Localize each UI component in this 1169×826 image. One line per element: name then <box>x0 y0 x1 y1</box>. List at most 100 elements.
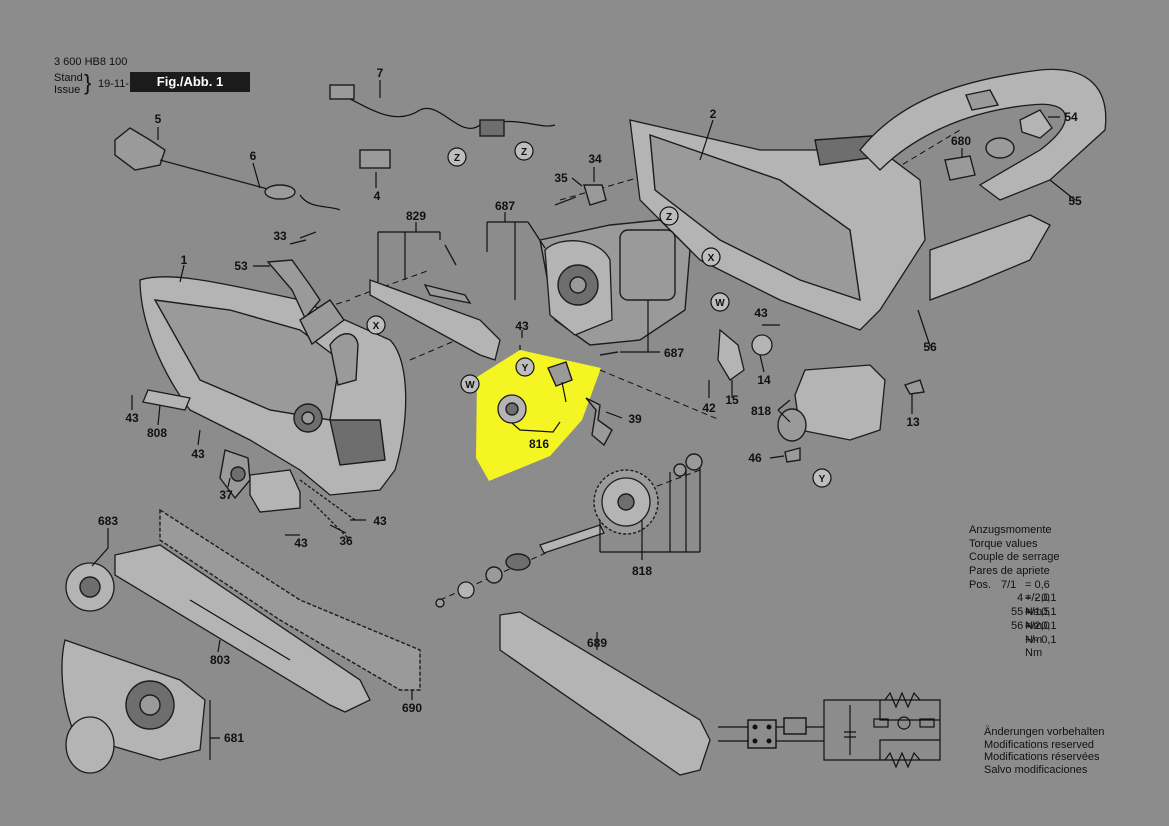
part-687-guard <box>499 611 711 776</box>
part-label-690: 803 <box>210 653 230 667</box>
part-1-housing <box>139 276 407 496</box>
part-label-5: 5 <box>155 112 162 126</box>
part-label-15: 15 <box>725 393 739 407</box>
view-markers: Z Z Z X X W W Y Y <box>366 141 832 488</box>
torque-title-fr: Couple de serrage <box>969 551 1060 564</box>
part-829-plate <box>369 244 501 361</box>
pos-label: Pos. <box>969 578 992 591</box>
part-label-53: 55 <box>1068 194 1082 208</box>
part-label-56: 43 <box>191 447 205 461</box>
torque-pos: 55 <box>1011 606 1024 619</box>
torque-value: = 2,0 +/- 0,1 Nm <box>1025 592 1057 632</box>
part-label-36: 36 <box>339 534 353 548</box>
part-label-40-b: 43 <box>754 306 768 320</box>
part-numbers: 7 5 6 4 2 34 35 687 829 33 53 1 680 54 5… <box>98 66 1082 745</box>
part-label-2: 2 <box>710 107 717 121</box>
marker-z-3 <box>659 206 679 226</box>
part-label-39: 39 <box>628 412 642 426</box>
marker-y-1-text: Y <box>522 363 529 374</box>
modifications-note: Änderungen vorbehalten Modifications res… <box>984 726 1104 776</box>
part-label-40-e: 43 <box>294 536 308 550</box>
torque-value: = 0,6 +/- 0,1 Nm <box>1025 578 1057 619</box>
part-label-689: 690 <box>402 701 422 715</box>
part-label-40-a: 43 <box>515 319 529 333</box>
part-label-6: 6 <box>250 149 257 163</box>
marker-z-1-text: Z <box>454 153 460 164</box>
torque-row: 4 = 2,0 +/- 0,1 Nm <box>969 592 1060 631</box>
highlight-811 <box>476 350 601 481</box>
torque-pos: 56 <box>1011 619 1024 632</box>
marker-y-2 <box>812 468 832 488</box>
part-label-33: 33 <box>273 229 287 243</box>
part-2-housing <box>629 68 1107 331</box>
mods-en: Modifications reserved <box>984 738 1095 751</box>
wiring-schematic <box>718 691 941 769</box>
part-label-40-d: 43 <box>373 514 387 528</box>
torque-title-de: Anzugsmomente <box>969 524 1052 536</box>
part-label-680: 681 <box>224 731 244 745</box>
part-label-829: 829 <box>406 209 426 223</box>
part-label-37: 37 <box>219 488 233 502</box>
marker-z-1 <box>447 147 467 167</box>
torque-pos: 4 <box>1017 592 1024 605</box>
marker-z-2-text: Z <box>521 147 527 158</box>
part-label-55: 42 <box>702 401 716 415</box>
marker-y-2-text: Y <box>819 474 826 485</box>
issue-label: Issue <box>54 84 81 96</box>
part-label-40-c: 43 <box>125 411 139 425</box>
part-label-681: 683 <box>98 514 118 528</box>
stand-label: Stand <box>54 72 83 84</box>
doc-number: 3 600 HB8 100 <box>54 56 128 68</box>
part-689-chain <box>159 508 421 691</box>
marker-x-1-text: X <box>708 253 715 264</box>
marker-x-2 <box>366 315 386 335</box>
torque-row: Pos. 7/1 = 0,6 +/- 0,1 Nm <box>969 578 1060 618</box>
part-label-34: 34 <box>588 152 602 166</box>
part-681-sprocket <box>65 562 115 612</box>
part-label-46: 54 <box>1064 110 1078 124</box>
torque-value: = 1,5 +/- 0,1 Nm <box>1025 606 1057 646</box>
misc-parts <box>114 84 1053 541</box>
marker-z-3-text: Z <box>666 212 672 223</box>
part-803-motor <box>539 219 691 346</box>
part-818-gear <box>435 453 703 608</box>
part-label-687: 689 <box>587 636 607 650</box>
part-label-43: 53 <box>234 259 248 273</box>
mods-es: Salvo modificaciones <box>984 763 1088 776</box>
part-label-683: 680 <box>951 134 971 148</box>
part-label-803-top: 687 <box>495 199 515 213</box>
torque-values-table: Anzugsmomente Torque values Couple de se… <box>969 524 1060 659</box>
mods-fr: Modifications réservées <box>984 751 1100 763</box>
marker-w-2-text: W <box>715 298 725 309</box>
marker-x-2-text: X <box>373 321 380 332</box>
part-811-gear <box>497 361 573 433</box>
part-label-35: 35 <box>554 171 568 185</box>
part-label-818: 818 <box>632 564 652 578</box>
part-label-42: 46 <box>748 451 762 465</box>
part-label-4: 4 <box>374 189 381 203</box>
marker-z-2 <box>514 141 534 161</box>
brace-glyph: } <box>84 70 92 95</box>
torque-row: 55 = 1,5 +/- 0,1 Nm <box>969 606 1060 645</box>
part-690-guide-bar <box>114 544 371 713</box>
part-label-808: 808 <box>147 426 167 440</box>
figure-label: Fig./Abb. 1 <box>130 72 250 92</box>
part-label-816: 818 <box>751 404 771 418</box>
part-label-1: 1 <box>181 253 188 267</box>
torque-value: = 2,0 +/- 0,1 Nm <box>1025 619 1057 660</box>
torque-row: 56 = 2,0 +/- 0,1 Nm <box>969 619 1060 659</box>
part-label-13: 13 <box>906 415 920 429</box>
marker-w-1 <box>460 374 480 394</box>
part-label-14: 14 <box>757 373 771 387</box>
part-label-811: 816 <box>529 437 549 451</box>
torque-title-en: Torque values <box>969 537 1038 550</box>
leader-lines <box>91 80 1076 760</box>
part-680-cover <box>61 639 206 774</box>
marker-y-1 <box>515 357 535 377</box>
part-label-54: 56 <box>923 340 937 354</box>
marker-w-2 <box>710 292 730 312</box>
mods-de: Änderungen vorbehalten <box>984 726 1105 738</box>
torque-pos: 7/1 <box>1001 578 1017 591</box>
